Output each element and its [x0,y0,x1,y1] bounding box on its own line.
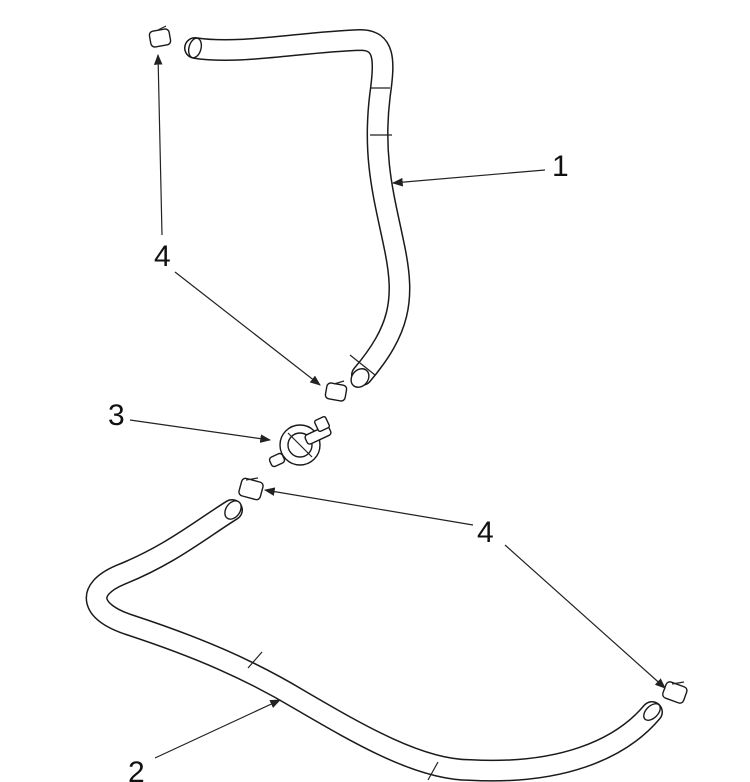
hose-end [643,703,661,721]
valve [268,415,332,468]
callout-2: 2 [128,756,145,782]
leader-lines [129,53,666,759]
hose-segment-line [247,651,263,669]
callout-4-upper: 4 [154,240,171,273]
clamp-lower-right [662,681,688,704]
leader-clamp-upper-middle [174,271,321,386]
leader-upper-hose [391,169,546,187]
leader-lower-hose [154,699,281,759]
hose-end [187,37,203,59]
callout-1: 1 [552,150,569,183]
leader-clamp-top [153,53,163,236]
upper-hose [184,29,411,388]
lower-hose [85,499,663,782]
leader-clamp-lower-right [504,544,666,689]
hose-segment-line [427,761,439,781]
hose-segment-line [349,354,376,376]
hose-end [350,368,370,388]
leader-valve [129,419,272,443]
leader-clamp-lower-middle [263,487,474,526]
callout-3: 3 [108,399,125,432]
clamp-top-left [148,25,172,48]
clamp-upper-middle [324,380,348,402]
callout-4-lower: 4 [477,516,494,549]
hose-end [224,500,242,520]
clamp-lower-middle [238,477,264,501]
